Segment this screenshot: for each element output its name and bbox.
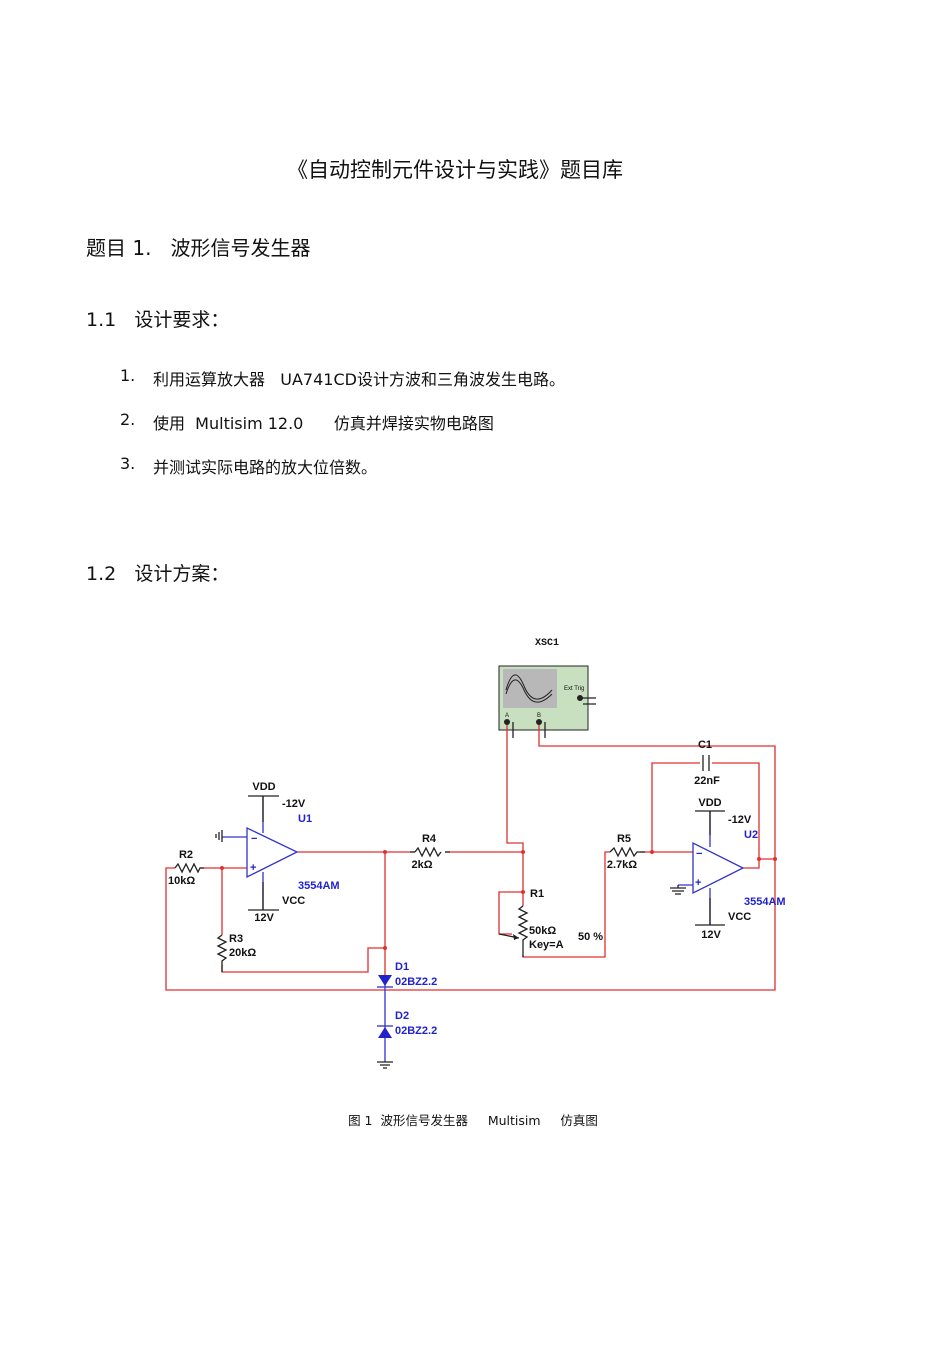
- resistor-r4: [410, 846, 450, 858]
- potentiometer-r1: [498, 905, 529, 957]
- resistor-r5: [609, 846, 645, 858]
- r3-label: R3: [229, 933, 243, 945]
- list-number: 3.: [120, 454, 136, 473]
- u2-name: U2: [744, 829, 758, 841]
- d1-label: D1: [395, 961, 409, 973]
- r2-label: R2: [179, 849, 193, 861]
- r3-value: 20kΩ: [229, 947, 256, 959]
- r1-label: R1: [530, 888, 544, 900]
- svg-text:−: −: [696, 848, 702, 860]
- page-title: 《自动控制元件设计与实践》题目库: [287, 158, 623, 182]
- scope-label: XSC1: [535, 638, 559, 649]
- list-item: 并测试实际电路的放大位倍数。: [153, 458, 378, 477]
- wires: [165, 725, 776, 991]
- d2-value: 02BZ2.2: [395, 1025, 437, 1037]
- figure-caption: 图 1 波形信号发生器 Multisim 仿真图: [348, 1113, 598, 1128]
- r4-value: 2kΩ: [411, 859, 432, 871]
- svg-text:+: +: [250, 862, 256, 874]
- u1-vneg-label: -12V: [282, 798, 306, 810]
- c1-value: 22nF: [694, 775, 720, 787]
- resistor-r3: [216, 934, 228, 972]
- svg-text:−: −: [251, 833, 257, 845]
- opamp-u2: −+: [670, 810, 745, 926]
- u2-vneg-label: -12V: [728, 814, 752, 826]
- u1-model: 3554AM: [298, 880, 340, 892]
- oscilloscope: XSC1 Ext Trig A B: [498, 638, 596, 738]
- channel-a-label: A: [505, 713, 509, 719]
- channel-b-label: B: [537, 713, 541, 719]
- u2-vcc-label: VCC: [728, 911, 751, 923]
- r5-value: 2.7kΩ: [607, 859, 637, 871]
- r1-key: Key=A: [529, 939, 564, 951]
- svg-text:+: +: [695, 877, 701, 889]
- list-item: 使用 Multisim 12.0 仿真并焊接实物电路图: [153, 414, 494, 433]
- topic-heading: 题目 1. 波形信号发生器: [86, 236, 311, 260]
- list-item: 利用运算放大器 UA741CD设计方波和三角波发生电路。: [153, 370, 565, 389]
- u2-model: 3554AM: [744, 896, 786, 908]
- r2-value: 10kΩ: [168, 875, 195, 887]
- resistor-r2: [174, 862, 204, 874]
- capacitor-c1: [702, 755, 710, 771]
- zener-diodes: [377, 975, 393, 1069]
- opamp-u1: −+: [215, 795, 299, 911]
- u2-vpos-label: 12V: [701, 929, 721, 941]
- r1-percent: 50 %: [578, 931, 603, 943]
- r4-label: R4: [422, 833, 437, 845]
- u1-vpos-label: 12V: [254, 912, 274, 924]
- d1-value: 02BZ2.2: [395, 976, 437, 988]
- c1-label: C1: [698, 739, 712, 751]
- list-number: 1.: [120, 366, 136, 385]
- list-number: 2.: [120, 410, 136, 429]
- r1-value: 50kΩ: [529, 925, 556, 937]
- section-heading-design: 1.2 设计方案：: [86, 563, 230, 585]
- section-heading-requirements: 1.1 设计要求：: [86, 309, 230, 331]
- r5-label: R5: [617, 833, 631, 845]
- d2-label: D2: [395, 1010, 409, 1022]
- u1-vcc-label: VCC: [282, 895, 305, 907]
- u2-vdd-label: VDD: [698, 797, 721, 809]
- ext-trig-label: Ext Trig: [564, 686, 584, 692]
- u1-name: U1: [298, 813, 312, 825]
- u1-vdd-label: VDD: [252, 781, 275, 793]
